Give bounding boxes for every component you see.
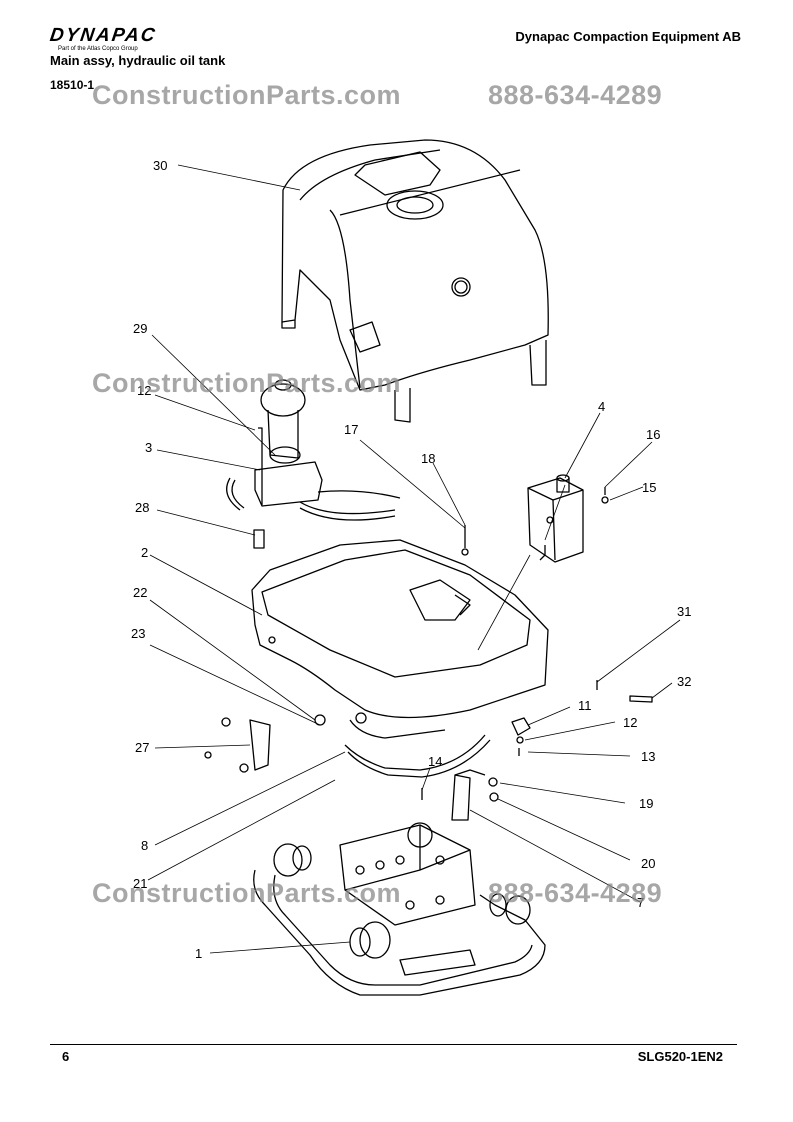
document-code: SLG520-1EN2 [637, 1049, 723, 1064]
filler-tank [527, 474, 584, 563]
callout-13: 13 [641, 749, 655, 764]
callout-27: 27 [135, 740, 149, 755]
callout-21: 21 [133, 876, 147, 891]
return-hose-inner [347, 739, 491, 778]
footer-divider [50, 1044, 737, 1045]
base-plate [253, 822, 546, 996]
diagram-drawing [204, 139, 653, 996]
page-title: Main assy, hydraulic oil tank [50, 53, 226, 68]
fittings [204, 487, 653, 802]
brand-tagline: Part of the Atlas Copco Group [58, 46, 138, 52]
callout-16: 16 [646, 427, 660, 442]
callout-2: 2 [141, 545, 148, 560]
watermark-phone-bottom: 888-634-4289 [488, 878, 663, 908]
callout-15: 15 [642, 480, 656, 495]
hood-cover [281, 139, 549, 423]
company-name: Dynapac Compaction Equipment AB [515, 29, 741, 44]
callout-3: 3 [145, 440, 152, 455]
callout-20: 20 [641, 856, 655, 871]
callout-19: 19 [639, 796, 653, 811]
leader-lines [147, 164, 681, 954]
callout-8: 8 [141, 838, 148, 853]
callout-18: 18 [421, 451, 435, 466]
brackets [249, 719, 486, 821]
watermark-site-middle: ConstructionParts.com [92, 368, 402, 398]
hydraulic-tank [251, 539, 549, 739]
callout-4: 4 [598, 399, 605, 414]
callout-12: 12 [137, 383, 151, 398]
callout-31: 31 [677, 604, 691, 619]
watermark-phone-top: 888-634-4289 [488, 80, 663, 110]
callout-11: 11 [578, 698, 592, 713]
callout-labels: 30 29 12 3 28 2 22 23 27 8 21 1 17 18 4 … [131, 158, 691, 961]
callout-32: 32 [677, 674, 691, 689]
callout-30: 30 [153, 158, 167, 173]
callout-14: 14 [428, 754, 442, 769]
watermark-site-bottom: ConstructionParts.com [92, 878, 402, 908]
document-id: 18510-1 [50, 78, 95, 92]
callout-12-lower: 12 [623, 715, 637, 730]
page-number: 6 [62, 1049, 70, 1064]
callout-28: 28 [135, 500, 149, 515]
return-hose [344, 734, 486, 771]
callout-29: 29 [133, 321, 147, 336]
callout-7: 7 [637, 895, 644, 910]
watermark-site-top: ConstructionParts.com [92, 80, 402, 110]
callout-1: 1 [195, 946, 202, 961]
callout-23: 23 [131, 626, 145, 641]
callout-22: 22 [133, 585, 147, 600]
callout-17: 17 [344, 422, 358, 437]
valve-block-assembly [226, 379, 401, 549]
dynapac-logo: DYNAPAC Part of the Atlas Copco Group [49, 25, 158, 53]
